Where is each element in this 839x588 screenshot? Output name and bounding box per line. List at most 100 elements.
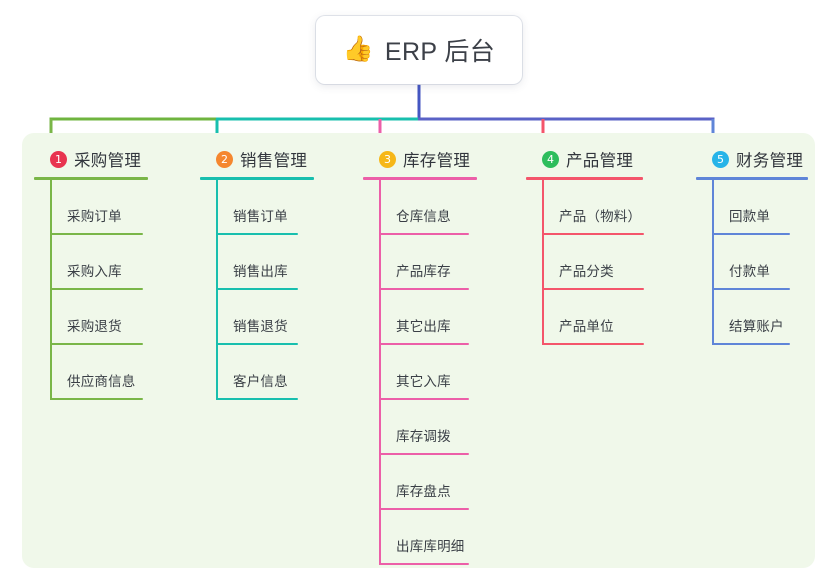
column-title-2: 销售管理 [240, 152, 308, 170]
column-header-2[interactable]: 2 销售管理 [200, 146, 350, 172]
column-header-4[interactable]: 4 产品管理 [526, 146, 686, 172]
list-item-label: 销售出库 [233, 264, 288, 279]
list-item[interactable]: 销售订单 [200, 180, 350, 235]
list-item-label: 付款单 [729, 264, 771, 279]
column-rule-1 [34, 177, 148, 180]
list-item-rule [379, 563, 469, 565]
column-4: 4 产品管理产品（物料） 产品分类产品单位 [526, 146, 686, 345]
list-item-rule [50, 343, 143, 345]
list-item-label: 采购订单 [67, 209, 122, 224]
list-item-rule [542, 288, 644, 290]
column-badge-5: 5 [712, 150, 729, 168]
list-item-rule [379, 233, 469, 235]
list-item-rule [542, 343, 644, 345]
column-spine-3 [379, 180, 381, 565]
list-item-label: 产品分类 [559, 264, 614, 279]
list-item[interactable]: 付款单 [696, 235, 839, 290]
column-rule-4 [526, 177, 643, 180]
column-rule-5 [696, 177, 808, 180]
column-spine-4 [542, 180, 544, 345]
list-item-rule [712, 288, 790, 290]
column-badge-2: 2 [216, 150, 233, 168]
list-item-rule [216, 343, 298, 345]
column-spine-1 [50, 180, 52, 400]
list-item[interactable]: 其它入库 [363, 345, 523, 400]
list-item[interactable]: 产品库存 [363, 235, 523, 290]
list-item-label: 客户信息 [233, 374, 288, 389]
column-2: 2 销售管理销售订单销售出库销售退货客户信息 [200, 146, 350, 400]
column-badge-4: 4 [542, 150, 559, 168]
root-title: ERP 后台 [384, 38, 496, 66]
list-item[interactable]: 供应商信息 [34, 345, 184, 400]
column-badge-1: 1 [50, 150, 67, 168]
list-item[interactable]: 产品（物料） [526, 180, 686, 235]
list-item-rule [712, 233, 790, 235]
list-item-rule [50, 398, 143, 400]
list-item-label: 产品（物料） [559, 209, 642, 224]
list-item-label: 产品单位 [559, 319, 614, 334]
list-item-rule [216, 288, 298, 290]
list-item-rule [50, 233, 143, 235]
list-item-label: 销售退货 [233, 319, 288, 334]
list-item[interactable]: 采购退货 [34, 290, 184, 345]
list-item-rule [379, 398, 469, 400]
column-items-5: 回款单付款单结算账户 [696, 180, 839, 345]
list-item-label: 库存盘点 [396, 484, 451, 499]
root-node-content: 👍 ERP 后台 [343, 32, 495, 68]
list-item[interactable]: 库存调拨 [363, 400, 523, 455]
list-item-label: 采购入库 [67, 264, 122, 279]
list-item[interactable]: 库存盘点 [363, 455, 523, 510]
list-item[interactable]: 其它出库 [363, 290, 523, 345]
list-item[interactable]: 产品单位 [526, 290, 686, 345]
list-item-rule [216, 398, 298, 400]
list-item-rule [216, 233, 298, 235]
list-item-label: 销售订单 [233, 209, 288, 224]
list-item[interactable]: 出库库明细 [363, 510, 523, 565]
column-badge-3: 3 [379, 150, 396, 168]
column-header-5[interactable]: 5 财务管理 [696, 146, 839, 172]
list-item-label: 供应商信息 [67, 374, 136, 389]
list-item-label: 出库库明细 [396, 539, 465, 554]
list-item-rule [379, 288, 469, 290]
column-title-5: 财务管理 [736, 152, 804, 170]
thumbs-up-icon: 👍 [342, 34, 374, 63]
column-title-4: 产品管理 [566, 152, 634, 170]
list-item[interactable]: 产品分类 [526, 235, 686, 290]
root-node[interactable]: 👍 ERP 后台 [316, 16, 522, 84]
list-item[interactable]: 销售出库 [200, 235, 350, 290]
list-item[interactable]: 结算账户 [696, 290, 839, 345]
modules-panel [22, 133, 815, 568]
list-item-label: 库存调拨 [396, 429, 451, 444]
list-item-label: 产品库存 [396, 264, 451, 279]
list-item-rule [379, 343, 469, 345]
column-items-1: 采购订单采购入库采购退货供应商信息 [34, 180, 184, 400]
list-item-label: 其它入库 [396, 374, 451, 389]
list-item[interactable]: 采购订单 [34, 180, 184, 235]
list-item[interactable]: 客户信息 [200, 345, 350, 400]
column-spine-2 [216, 180, 218, 400]
list-item[interactable]: 采购入库 [34, 235, 184, 290]
list-item-label: 结算账户 [729, 319, 784, 334]
list-item-rule [50, 288, 143, 290]
list-item-rule [712, 343, 790, 345]
list-item-label: 其它出库 [396, 319, 451, 334]
list-item[interactable]: 销售退货 [200, 290, 350, 345]
column-items-4: 产品（物料） 产品分类产品单位 [526, 180, 686, 345]
list-item[interactable]: 仓库信息 [363, 180, 523, 235]
list-item-rule [379, 508, 469, 510]
list-item-label: 回款单 [729, 209, 771, 224]
list-item-rule [542, 233, 644, 235]
column-spine-5 [712, 180, 714, 345]
column-rule-2 [200, 177, 314, 180]
column-items-3: 仓库信息产品库存其它出库其它入库库存调拨库存盘点出库库明细 [363, 180, 523, 565]
list-item-rule [379, 453, 469, 455]
column-items-2: 销售订单销售出库销售退货客户信息 [200, 180, 350, 400]
list-item-label: 采购退货 [67, 319, 122, 334]
list-item[interactable]: 回款单 [696, 180, 839, 235]
column-rule-3 [363, 177, 477, 180]
